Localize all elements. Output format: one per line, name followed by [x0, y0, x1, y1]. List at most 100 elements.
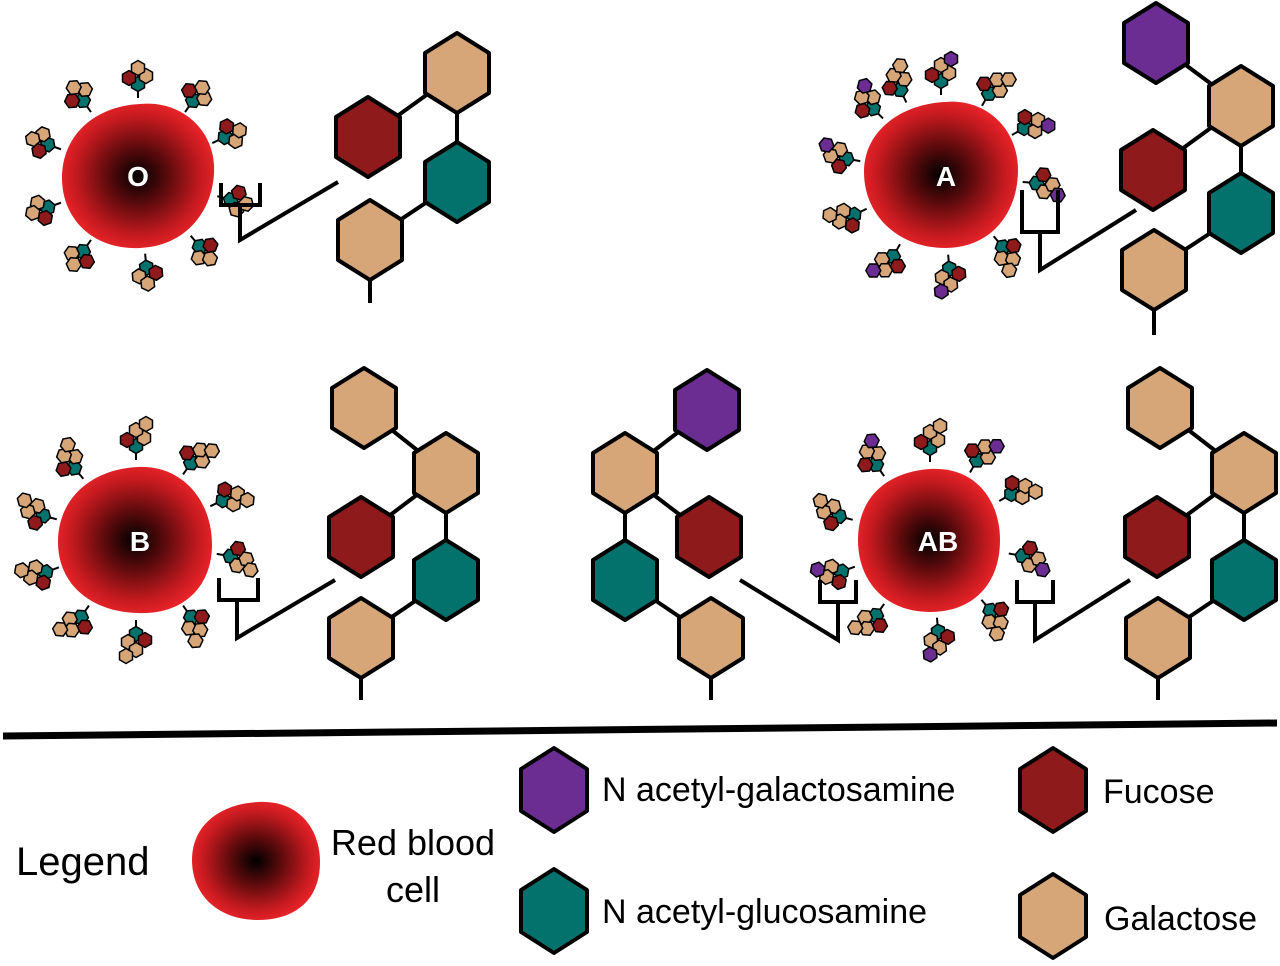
surface-antigen [913, 417, 948, 462]
surface-antigen [51, 604, 94, 638]
galactose-icon [138, 415, 154, 433]
surface-antigen [55, 436, 85, 480]
n-acetyl-galactosamine-icon [922, 646, 938, 663]
legend-swatches [519, 746, 1088, 960]
antigen-chain-ab-a [591, 368, 745, 700]
surface-antigen [211, 118, 248, 150]
galactose-icon [24, 204, 41, 222]
surface-antigen [853, 77, 884, 120]
antigen-chain-ab-b [1123, 366, 1278, 700]
surface-antigen [209, 481, 255, 513]
surface-antigen [13, 559, 60, 591]
surface-antigen [118, 620, 153, 665]
surface-antigen [881, 58, 913, 103]
red-blood-cell-ab [858, 468, 1000, 612]
connector-lines [217, 180, 1138, 644]
red-blood-cell-b [58, 466, 212, 614]
galactose-icon [1210, 431, 1278, 515]
galactose-icon [118, 647, 134, 665]
cell-a: A [864, 101, 1018, 248]
n-acetyl-galactosamine-icon [1034, 561, 1051, 578]
legend-title: Legend [16, 840, 149, 884]
n-acetyl-glucosamine-icon [423, 140, 491, 224]
n-acetyl-glucosamine-icon [519, 867, 589, 955]
galactose-icon [412, 431, 480, 515]
legend-label-fucose: Fucose [1103, 773, 1215, 811]
galactose-icon [130, 59, 146, 77]
surface-antigen [180, 79, 213, 113]
n-acetyl-glucosamine-icon [1207, 171, 1275, 255]
surface-antigen [121, 59, 154, 98]
galactose-icon [847, 620, 864, 636]
galactose-icon [59, 436, 76, 453]
galactose-icon [201, 250, 219, 267]
surface-antigen [975, 72, 1017, 107]
n-acetyl-glucosamine-icon [591, 538, 659, 622]
galactose-icon [1124, 596, 1192, 680]
galactose-icon [16, 492, 33, 509]
n-acetyl-galactosamine-icon [943, 50, 959, 68]
legend-label-n-acetyl-galactosamine: N acetyl-galactosamine [602, 771, 955, 809]
galactose-icon [231, 122, 248, 139]
legend-label-n-acetyl-glucosamine: N acetyl-glucosamine [602, 893, 927, 931]
surface-antigen [812, 492, 853, 532]
galactose-icon [812, 492, 829, 509]
galactose-icon [1120, 228, 1188, 312]
n-acetyl-galactosamine-icon [818, 137, 835, 153]
n-acetyl-galactosamine-icon [673, 368, 741, 452]
surface-antigen [980, 599, 1010, 642]
antennae-layer [13, 50, 1066, 665]
divider-line [2, 719, 1278, 740]
galactose-icon [239, 491, 255, 509]
galactose-icon [1018, 872, 1088, 960]
legend-red-blood-cell [192, 801, 320, 920]
galactose-icon [1000, 72, 1017, 87]
galactose-icon [187, 633, 204, 649]
galactose-icon [891, 58, 909, 74]
galactose-icon [1126, 366, 1194, 450]
galactose-icon [330, 366, 398, 450]
surface-antigen [1011, 108, 1056, 140]
fucose-icon [327, 495, 395, 579]
cell-label-o: O [127, 161, 149, 192]
surface-antigen [24, 194, 62, 227]
surface-antigen [998, 474, 1043, 506]
fucose-icon [1123, 495, 1191, 579]
surface-antigen [924, 50, 959, 95]
legend-rbc-label-line1: Red blood [331, 822, 495, 863]
surface-antigen [63, 79, 94, 113]
galactose-icon [65, 256, 82, 273]
antigen-chain-a [1119, 1, 1275, 335]
galactose-icon [242, 562, 259, 578]
galactose-icon [65, 79, 82, 96]
n-acetyl-glucosamine-icon [1210, 538, 1278, 622]
surface-antigen [992, 235, 1022, 279]
cell-o: O [62, 103, 215, 249]
cell-label-b: B [130, 526, 150, 557]
galactose-icon [1207, 64, 1275, 148]
n-acetyl-glucosamine-icon [412, 538, 480, 622]
galactose-icon [13, 562, 30, 579]
n-acetyl-galactosamine-icon [865, 263, 882, 278]
surface-antigen [189, 235, 219, 267]
fucose-icon [675, 495, 743, 579]
antigen-chains [327, 1, 1278, 700]
surface-antigen [16, 492, 58, 531]
legend: Legend Red blood cell N acetyl-galactosa… [16, 746, 1257, 960]
galactose-icon [336, 198, 404, 282]
galactose-icon [1028, 483, 1043, 500]
n-acetyl-galactosamine-icon [988, 439, 1005, 454]
surface-antigen [180, 604, 211, 649]
surface-antigen [857, 433, 887, 477]
surface-antigen [216, 540, 259, 578]
galactose-icon [423, 31, 491, 115]
galactose-icon [203, 443, 221, 459]
galactose-icon [327, 596, 395, 680]
galactose-icon [988, 625, 1006, 642]
surface-antigen [865, 243, 907, 278]
galactose-icon [194, 79, 211, 96]
surface-antigen [1022, 167, 1066, 203]
galactose-icon [1001, 262, 1018, 279]
surface-antigen [178, 442, 221, 476]
